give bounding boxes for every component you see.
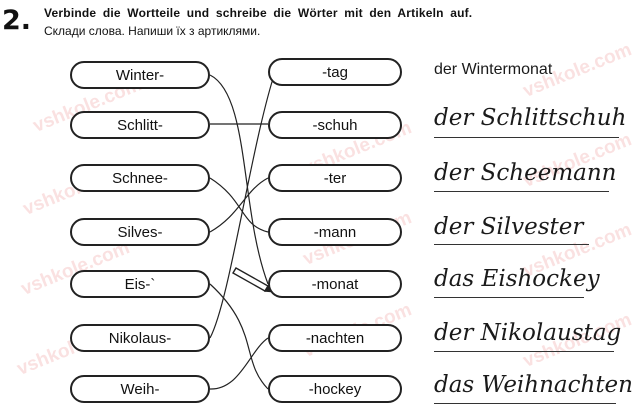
- left-part-1[interactable]: Winter-: [70, 61, 210, 89]
- right-part-1[interactable]: -tag: [268, 58, 402, 86]
- line-schnee-mann: [209, 177, 269, 233]
- answer-2: der Schlittschuh: [434, 105, 627, 131]
- left-part-label: Nikolaus-: [108, 329, 172, 347]
- line-eis-hockey: [209, 283, 269, 390]
- exercise-number: 2.: [2, 5, 32, 36]
- left-part-label: Winter-: [115, 66, 165, 84]
- answer-underline: [434, 191, 609, 192]
- left-part-2[interactable]: Schlitt-: [70, 111, 210, 139]
- answer-underline: [434, 137, 619, 138]
- right-part-2[interactable]: -schuh: [268, 111, 402, 139]
- left-part-3[interactable]: Schnee-: [70, 164, 210, 192]
- left-part-4[interactable]: Silves-: [70, 218, 210, 246]
- line-nikolaus-tag: [209, 71, 276, 339]
- right-part-5[interactable]: -monat: [268, 270, 402, 298]
- right-part-label: -schuh: [312, 116, 358, 134]
- answer-underline: [434, 351, 614, 352]
- right-part-label: -nachten: [305, 329, 365, 347]
- answer-5: das Eishockey: [434, 266, 600, 292]
- answer-4: der Silvester: [434, 214, 584, 240]
- answer-underline: [434, 244, 589, 245]
- answer-1: der Wintermonat: [434, 61, 553, 78]
- right-part-label: -hockey: [308, 380, 362, 398]
- right-part-3[interactable]: -ter: [268, 164, 402, 192]
- right-part-6[interactable]: -nachten: [268, 324, 402, 352]
- right-part-7[interactable]: -hockey: [268, 375, 402, 403]
- answer-7: das Weihnachten: [434, 372, 633, 398]
- right-part-4[interactable]: -mann: [268, 218, 402, 246]
- line-winter-monat: [209, 74, 269, 285]
- left-part-6[interactable]: Nikolaus-: [70, 324, 210, 352]
- right-part-label: -monat: [311, 275, 359, 293]
- right-part-label: -mann: [313, 223, 357, 241]
- answer-underline: [434, 297, 584, 298]
- right-part-label: -tag: [322, 63, 348, 81]
- left-part-label: Schlitt-: [117, 116, 163, 134]
- left-part-label: Weih-: [120, 380, 160, 398]
- left-part-5[interactable]: Eis-`: [70, 270, 210, 298]
- answer-3: der Scheemann: [434, 160, 617, 186]
- left-part-label: Silves-: [117, 223, 163, 241]
- line-weih-nachten: [209, 337, 269, 390]
- right-part-label: -ter: [323, 169, 347, 187]
- answer-underline: [434, 403, 616, 404]
- answer-6: der Nikolaustag: [434, 320, 622, 346]
- instruction-ukrainian: Склади слова. Напиши їх з артиклями.: [44, 24, 261, 38]
- instruction-german: Verbinde die Wortteile und schreibe die …: [44, 6, 473, 20]
- left-part-label: Schnee-: [112, 169, 168, 187]
- line-silves-ter: [209, 177, 269, 233]
- left-part-label: Eis-`: [124, 275, 156, 293]
- left-part-7[interactable]: Weih-: [70, 375, 210, 403]
